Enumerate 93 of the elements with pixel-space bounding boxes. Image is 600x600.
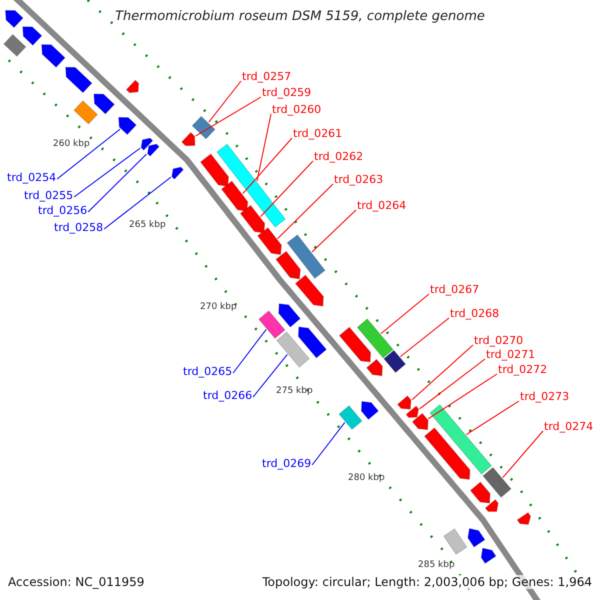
gene-label: trd_0262 bbox=[314, 150, 364, 163]
gene-block bbox=[192, 116, 216, 140]
leader-line bbox=[380, 294, 430, 334]
gene-feature bbox=[256, 227, 282, 256]
gene-block bbox=[383, 350, 406, 374]
gene-feature bbox=[240, 204, 266, 234]
gene-block bbox=[3, 34, 27, 58]
leader-line bbox=[56, 128, 121, 180]
scale-label: 285 kbp bbox=[418, 560, 455, 571]
gene-feature bbox=[298, 326, 328, 359]
scale-label: 260 kbp bbox=[53, 139, 90, 150]
gene-feature bbox=[360, 400, 380, 420]
gene-label: trd_0268 bbox=[450, 307, 500, 320]
gene-label: trd_0263 bbox=[334, 173, 384, 186]
gene-block bbox=[338, 405, 363, 430]
leader-line bbox=[312, 422, 346, 466]
gene-label: trd_0258 bbox=[54, 221, 104, 234]
leader-line bbox=[232, 328, 267, 374]
scale-label: 265 kbp bbox=[129, 220, 166, 231]
leader-line bbox=[260, 160, 314, 218]
gene-feature bbox=[22, 26, 42, 46]
gene-label: trd_0274 bbox=[544, 420, 594, 433]
gene-feature bbox=[396, 395, 412, 410]
gene-block bbox=[286, 234, 326, 280]
gene-feature bbox=[200, 153, 230, 187]
leader-line bbox=[419, 358, 486, 410]
scale-label: 280 kbp bbox=[348, 473, 385, 484]
leader-line bbox=[74, 148, 141, 198]
leader-line bbox=[88, 154, 147, 212]
gene-block bbox=[482, 466, 512, 498]
gene-feature bbox=[366, 358, 383, 376]
gene-feature bbox=[220, 180, 248, 212]
gene-feature bbox=[405, 405, 420, 418]
leader-line bbox=[195, 96, 262, 136]
footer-text: Topology: circular; Length: 2,003,006 bp; Genes: 1,964 bbox=[262, 575, 592, 589]
gene-feature bbox=[424, 427, 470, 480]
gene-label: trd_0271 bbox=[486, 348, 536, 361]
gene-block bbox=[73, 100, 98, 125]
scale-label: 270 kbp bbox=[200, 302, 237, 313]
leader-line bbox=[400, 318, 450, 358]
gene-feature bbox=[140, 138, 154, 151]
leader-line bbox=[252, 354, 288, 398]
gene-feature bbox=[278, 303, 301, 328]
gene-label: trd_0273 bbox=[520, 390, 570, 403]
gene-label: trd_0267 bbox=[430, 283, 480, 296]
gene-feature bbox=[93, 94, 116, 115]
footer-text: Accession: NC_011959 bbox=[8, 575, 144, 589]
gene-feature bbox=[294, 274, 324, 307]
diagram-title: Thermomicrobium roseum DSM 5159, complete genome bbox=[114, 9, 486, 24]
gene-label: trd_0260 bbox=[272, 103, 322, 116]
gene-label: trd_0261 bbox=[293, 127, 342, 140]
leader-line bbox=[312, 210, 356, 252]
gene-feature bbox=[118, 116, 137, 136]
gene-label: trd_0259 bbox=[262, 86, 312, 99]
leader-line bbox=[208, 80, 242, 123]
gene-label: trd_0264 bbox=[357, 199, 406, 212]
leader-line bbox=[277, 184, 334, 240]
gene-label: trd_0266 bbox=[203, 389, 252, 402]
leader-line bbox=[256, 114, 272, 182]
leader-line bbox=[412, 344, 474, 400]
gene-feature bbox=[65, 66, 93, 94]
gene-label: trd_0255 bbox=[24, 189, 74, 202]
leader-line bbox=[104, 176, 172, 230]
gene-block bbox=[276, 331, 310, 368]
leader-line bbox=[466, 400, 520, 436]
scale-label: 275 kbp bbox=[276, 386, 313, 397]
gene-block bbox=[443, 528, 468, 556]
gene-feature bbox=[4, 10, 24, 28]
gene-feature bbox=[338, 326, 372, 363]
leader-line bbox=[428, 374, 498, 420]
gene-label: trd_0257 bbox=[242, 70, 292, 83]
gene-block bbox=[258, 310, 286, 340]
gene-label: trd_0256 bbox=[38, 204, 88, 217]
gene-block bbox=[216, 143, 286, 228]
gene-feature bbox=[126, 80, 140, 94]
gene-label: trd_0269 bbox=[262, 457, 312, 470]
gene-label: trd_0265 bbox=[183, 365, 232, 378]
gene-feature bbox=[516, 512, 532, 526]
leader-line bbox=[242, 138, 292, 194]
gene-label: trd_0254 bbox=[7, 171, 56, 184]
gene-feature bbox=[275, 250, 301, 280]
gene-feature bbox=[470, 481, 491, 504]
leader-line bbox=[502, 430, 544, 478]
gene-block bbox=[429, 404, 492, 475]
gene-feature bbox=[181, 132, 196, 146]
gene-feature bbox=[171, 166, 184, 180]
gene-feature bbox=[467, 528, 486, 548]
gene-label: trd_0270 bbox=[474, 334, 524, 347]
gene-feature bbox=[146, 144, 160, 157]
gene-block bbox=[356, 318, 394, 359]
gene-label: trd_0272 bbox=[498, 363, 548, 376]
gene-feature bbox=[41, 44, 66, 68]
gene-feature bbox=[480, 547, 497, 564]
